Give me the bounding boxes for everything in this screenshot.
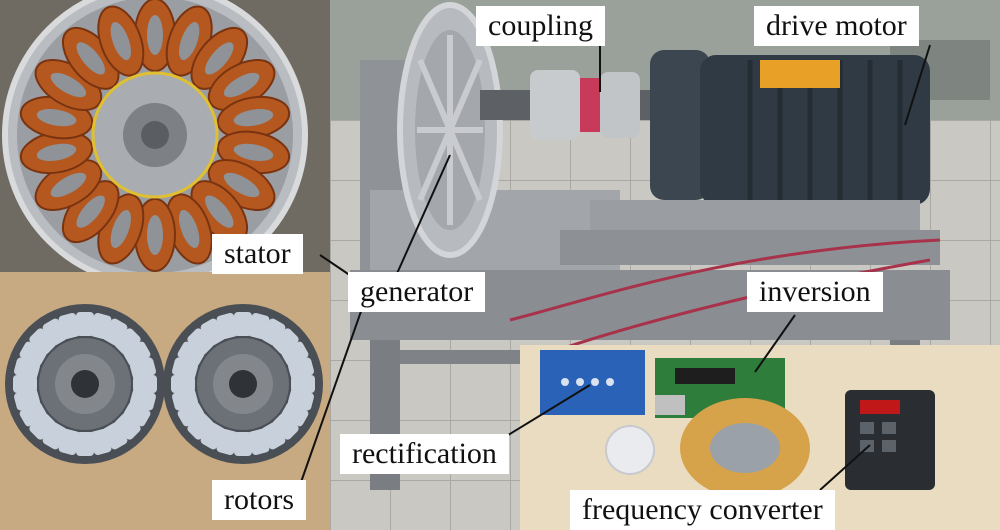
label-generator: generator: [348, 272, 486, 312]
label-rotors: rotors: [212, 480, 306, 520]
label-coupling: coupling: [476, 6, 605, 46]
label-stator: stator: [212, 234, 303, 274]
label-drive-motor: drive motor: [754, 6, 919, 46]
label-inversion: inversion: [747, 272, 883, 312]
stator-photo: [0, 0, 330, 272]
label-frequency-converter: frequency converter: [570, 490, 835, 530]
label-rectification: rectification: [340, 434, 509, 474]
